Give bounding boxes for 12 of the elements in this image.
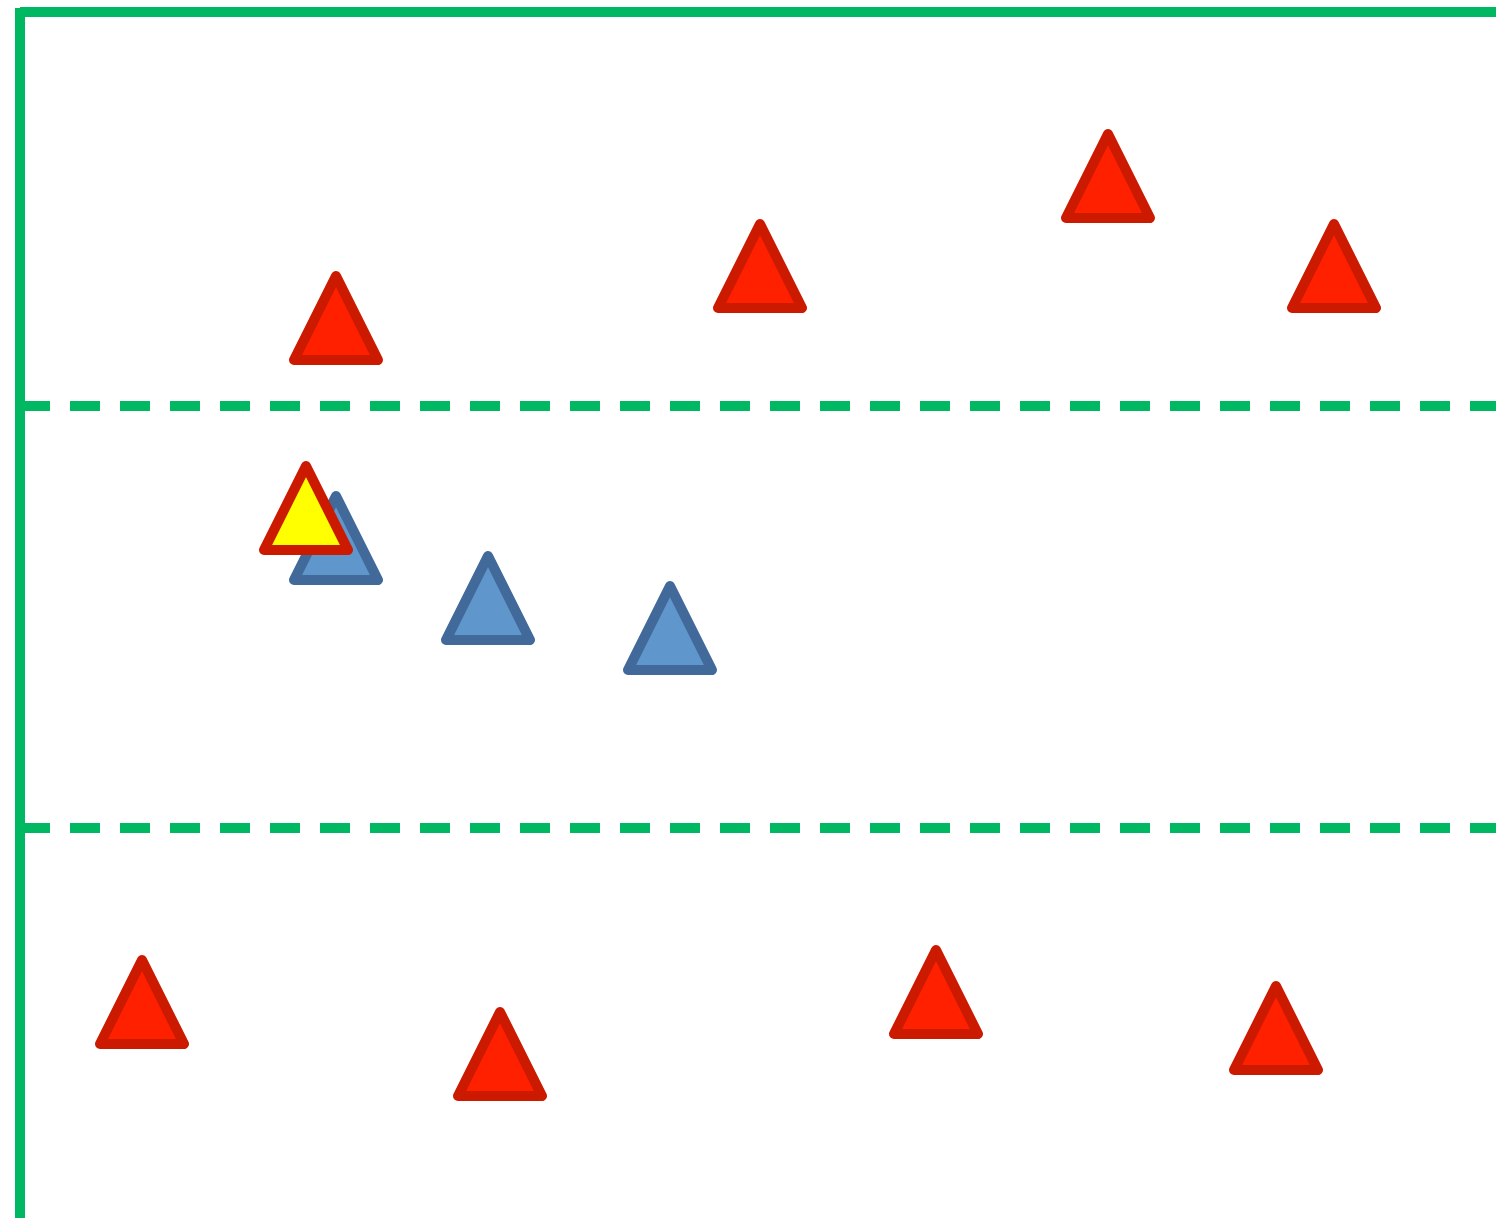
triangle-marker xyxy=(92,952,192,1052)
triangle-marker xyxy=(1284,216,1384,316)
triangle-marker xyxy=(1058,126,1158,226)
triangle-marker xyxy=(450,1004,550,1104)
triangle-marker xyxy=(286,268,386,368)
triangle-marker xyxy=(1226,978,1326,1078)
triangle-marker xyxy=(886,942,986,1042)
triangle-marker xyxy=(620,578,720,678)
triangle-marker xyxy=(710,216,810,316)
triangle-marker xyxy=(438,548,538,648)
triangle-marker xyxy=(286,488,386,588)
triangle-marker xyxy=(256,458,356,558)
